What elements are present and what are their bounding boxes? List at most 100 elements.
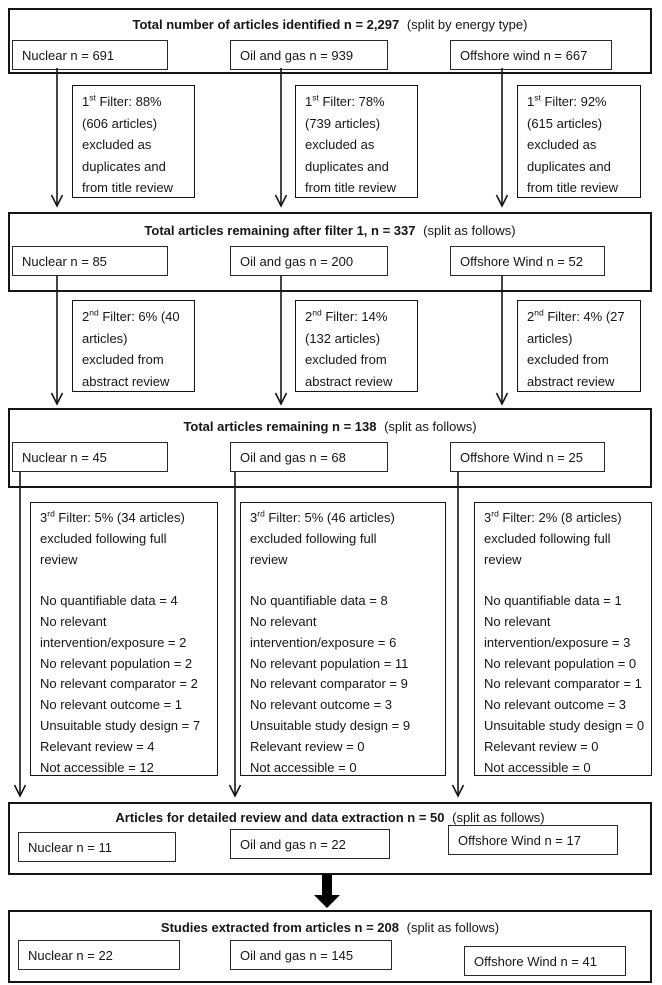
- ordinal-suffix: nd: [312, 307, 322, 318]
- filter1-nuclear-box: 1st Filter: 88% (606 articles) excluded …: [72, 85, 195, 198]
- stage5-title-bold: Studies extracted from articles n = 208: [160, 920, 399, 935]
- stage1-wind-box: Offshore wind n = 667: [450, 40, 612, 70]
- filter-heading-line: 2nd Filter: 6% (40: [82, 306, 190, 328]
- filter-heading-line: 2nd Filter: 4% (27: [527, 306, 636, 328]
- stage4-oil-label: Oil and gas n = 22: [240, 836, 346, 852]
- filter-heading-line: 1st Filter: 88%: [82, 91, 190, 113]
- filter-line: abstract review: [82, 373, 170, 389]
- filter-line: Relevant review = 4: [40, 738, 155, 754]
- stage2-oil-label: Oil and gas n = 200: [240, 253, 354, 269]
- filter2-oil-box: 2nd Filter: 14% (132 articles) excluded …: [295, 300, 418, 392]
- stage4-nuclear-box: Nuclear n = 11: [18, 832, 176, 862]
- filter-heading-line: 1st Filter: 92%: [527, 91, 636, 113]
- filter-line: No relevant: [40, 613, 107, 629]
- stage1-title-bold: Total number of articles identified n = …: [132, 17, 400, 32]
- filter-line: abstract review: [305, 373, 393, 389]
- stage4-title-bold: Articles for detailed review and data ex…: [115, 810, 445, 825]
- stage1-wind-label: Offshore wind n = 667: [460, 47, 588, 63]
- ordinal: 1: [305, 94, 313, 109]
- filter1-wind-box: 1st Filter: 92% (615 articles) excluded …: [517, 85, 641, 198]
- filter-line: excluded following full: [40, 530, 167, 546]
- filter2-nuclear-box: 2nd Filter: 6% (40 articles) excluded fr…: [72, 300, 195, 392]
- filter-heading-line: 2nd Filter: 14%: [305, 306, 413, 328]
- filter3-oil-box: 3rd Filter: 5% (46 articles) excluded fo…: [240, 502, 446, 776]
- filter-line: excluded as: [305, 137, 375, 152]
- stage2-wind-label: Offshore Wind n = 52: [460, 253, 583, 269]
- filter-line: No relevant population = 11: [250, 655, 409, 671]
- filter-heading: Filter: 5% (34 articles): [54, 510, 185, 525]
- stage4-oil-box: Oil and gas n = 22: [230, 829, 390, 859]
- filter-line: excluded following full: [484, 530, 611, 546]
- filter-line: No relevant: [484, 613, 551, 629]
- filter-line: No relevant outcome = 3: [250, 697, 392, 713]
- ordinal-suffix: rd: [491, 508, 499, 519]
- ordinal: 3: [250, 510, 258, 525]
- ordinal-suffix: st: [89, 92, 96, 103]
- stage4-nuclear-label: Nuclear n = 11: [28, 839, 112, 855]
- stage2-wind-box: Offshore Wind n = 52: [450, 246, 605, 276]
- stage3-title-bold: Total articles remaining n = 138: [183, 419, 377, 434]
- ordinal-suffix: st: [312, 92, 319, 103]
- filter2-wind-box: 2nd Filter: 4% (27 articles) excluded fr…: [517, 300, 641, 392]
- stage1-nuclear-box: Nuclear n = 691: [12, 40, 168, 70]
- stage2-title-bold: Total articles remaining after filter 1,…: [144, 223, 416, 238]
- stage2-nuclear-label: Nuclear n = 85: [22, 253, 107, 269]
- filter-line: duplicates and: [82, 158, 166, 174]
- down-arrow-oil-1: [274, 68, 288, 208]
- filter-line: Relevant review = 0: [250, 738, 365, 754]
- filter-line: duplicates and: [527, 158, 611, 174]
- filter3-wind-box: 3rd Filter: 2% (8 articles) excluded fol…: [474, 502, 652, 776]
- filter-line: No relevant: [250, 613, 317, 629]
- ordinal: 3: [484, 510, 492, 525]
- filter-line: intervention/exposure = 6: [250, 634, 397, 650]
- stage2-nuclear-box: Nuclear n = 85: [12, 246, 168, 276]
- ordinal-suffix: nd: [89, 307, 99, 318]
- filter-heading: Filter: 2% (8 articles): [498, 510, 622, 525]
- filter-line: abstract review: [527, 373, 615, 389]
- stage2-title-note: (split as follows): [423, 223, 516, 238]
- filter-heading: Filter: 14%: [321, 309, 388, 324]
- filter-line: No relevant outcome = 1: [40, 697, 182, 713]
- down-arrow-oil-2: [274, 276, 288, 406]
- stage5-nuclear-box: Nuclear n = 22: [18, 940, 180, 970]
- down-arrow-wind-2: [495, 276, 509, 406]
- stage5-title-note: (split as follows): [406, 920, 500, 935]
- stage5-title: Studies extracted from articles n = 208 …: [10, 920, 650, 935]
- ordinal: 1: [82, 94, 90, 109]
- stage3-wind-label: Offshore Wind n = 25: [460, 449, 583, 465]
- stage3-wind-box: Offshore Wind n = 25: [450, 442, 605, 472]
- filter-line: No relevant outcome = 3: [484, 697, 626, 713]
- filter-line: review: [484, 551, 522, 567]
- filter-line: from title review: [527, 180, 619, 195]
- ordinal: 2: [305, 309, 313, 324]
- filter-line: excluded from: [305, 352, 387, 367]
- stage4-title: Articles for detailed review and data ex…: [10, 810, 650, 825]
- ordinal: 3: [40, 510, 48, 525]
- filter-line: articles): [82, 330, 128, 346]
- stage1-oil-label: Oil and gas n = 939: [240, 47, 354, 63]
- filter-line: excluded as: [82, 137, 152, 152]
- stage4-title-note: (split as follows): [452, 810, 545, 825]
- stage5-oil-label: Oil and gas n = 145: [240, 947, 354, 963]
- stage5-oil-box: Oil and gas n = 145: [230, 940, 392, 970]
- stage3-title-note: (split as follows): [384, 419, 477, 434]
- filter-heading-line: 1st Filter: 78%: [305, 91, 413, 113]
- filter-heading: Filter: 4% (27: [543, 309, 625, 324]
- stage3-oil-label: Oil and gas n = 68: [240, 449, 346, 465]
- filter-line: Unsuitable study design = 7: [40, 717, 201, 733]
- stage2-oil-box: Oil and gas n = 200: [230, 246, 388, 276]
- filter-line: Not accessible = 12: [40, 759, 154, 775]
- filter-heading-line: 3rd Filter: 5% (46 articles): [250, 508, 441, 529]
- stage2-title: Total articles remaining after filter 1,…: [10, 223, 650, 238]
- ordinal-suffix: nd: [534, 307, 544, 318]
- filter-line: Not accessible = 0: [250, 759, 357, 775]
- filter-line: (606 articles): [82, 115, 158, 131]
- filter-heading: Filter: 92%: [540, 94, 607, 109]
- filter-line: excluded from: [527, 352, 609, 367]
- filter-line: intervention/exposure = 3: [484, 634, 631, 650]
- filter-line: Unsuitable study design = 0: [484, 717, 645, 733]
- filter-line: review: [40, 551, 78, 567]
- down-arrow-oil-3: [228, 472, 242, 798]
- stage5-nuclear-label: Nuclear n = 22: [28, 947, 113, 963]
